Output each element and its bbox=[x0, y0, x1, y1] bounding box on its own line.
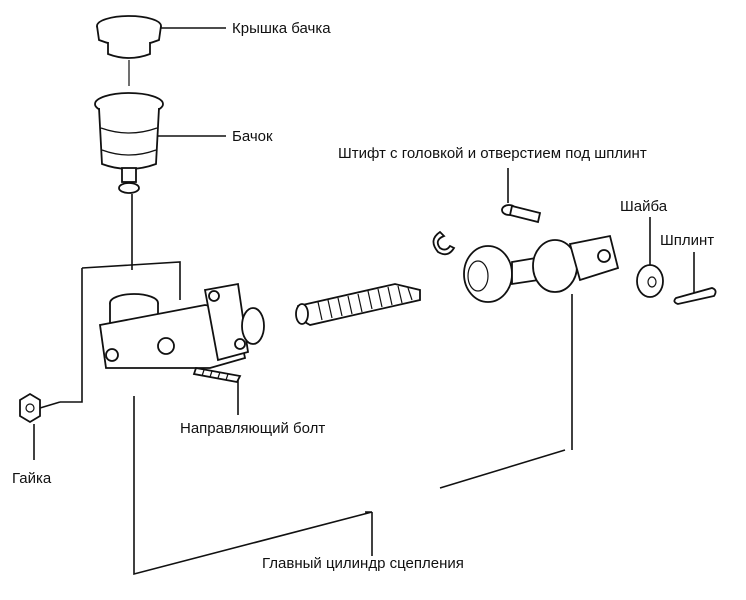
nut-part bbox=[19, 392, 41, 424]
master-cylinder-body bbox=[98, 282, 265, 369]
label-reservoir: Бачок bbox=[232, 128, 273, 145]
piston-part bbox=[295, 283, 421, 326]
cotter-pin-part bbox=[673, 287, 717, 305]
label-pin: Штифт с головкой и отверстием под шплинт bbox=[338, 145, 647, 162]
clevis-part bbox=[463, 234, 620, 303]
headed-pin-part bbox=[501, 204, 542, 224]
cylinder-frame bbox=[60, 261, 181, 403]
reservoir-part bbox=[94, 92, 164, 194]
label-reservoir-cap: Крышка бачка bbox=[232, 20, 331, 37]
label-nut: Гайка bbox=[12, 470, 52, 487]
label-cotter-pin: Шплинт bbox=[660, 232, 715, 249]
label-master-cylinder: Главный цилиндр сцепления bbox=[262, 555, 464, 572]
snap-ring-part bbox=[432, 230, 456, 256]
master-cylinder-bracket-line bbox=[133, 396, 373, 576]
reservoir-cap-part bbox=[96, 15, 162, 59]
washer-part bbox=[636, 264, 664, 298]
guide-bolt-part bbox=[192, 366, 242, 384]
label-guide-bolt: Направляющий болт bbox=[180, 420, 326, 437]
label-washer: Шайба bbox=[620, 198, 668, 215]
